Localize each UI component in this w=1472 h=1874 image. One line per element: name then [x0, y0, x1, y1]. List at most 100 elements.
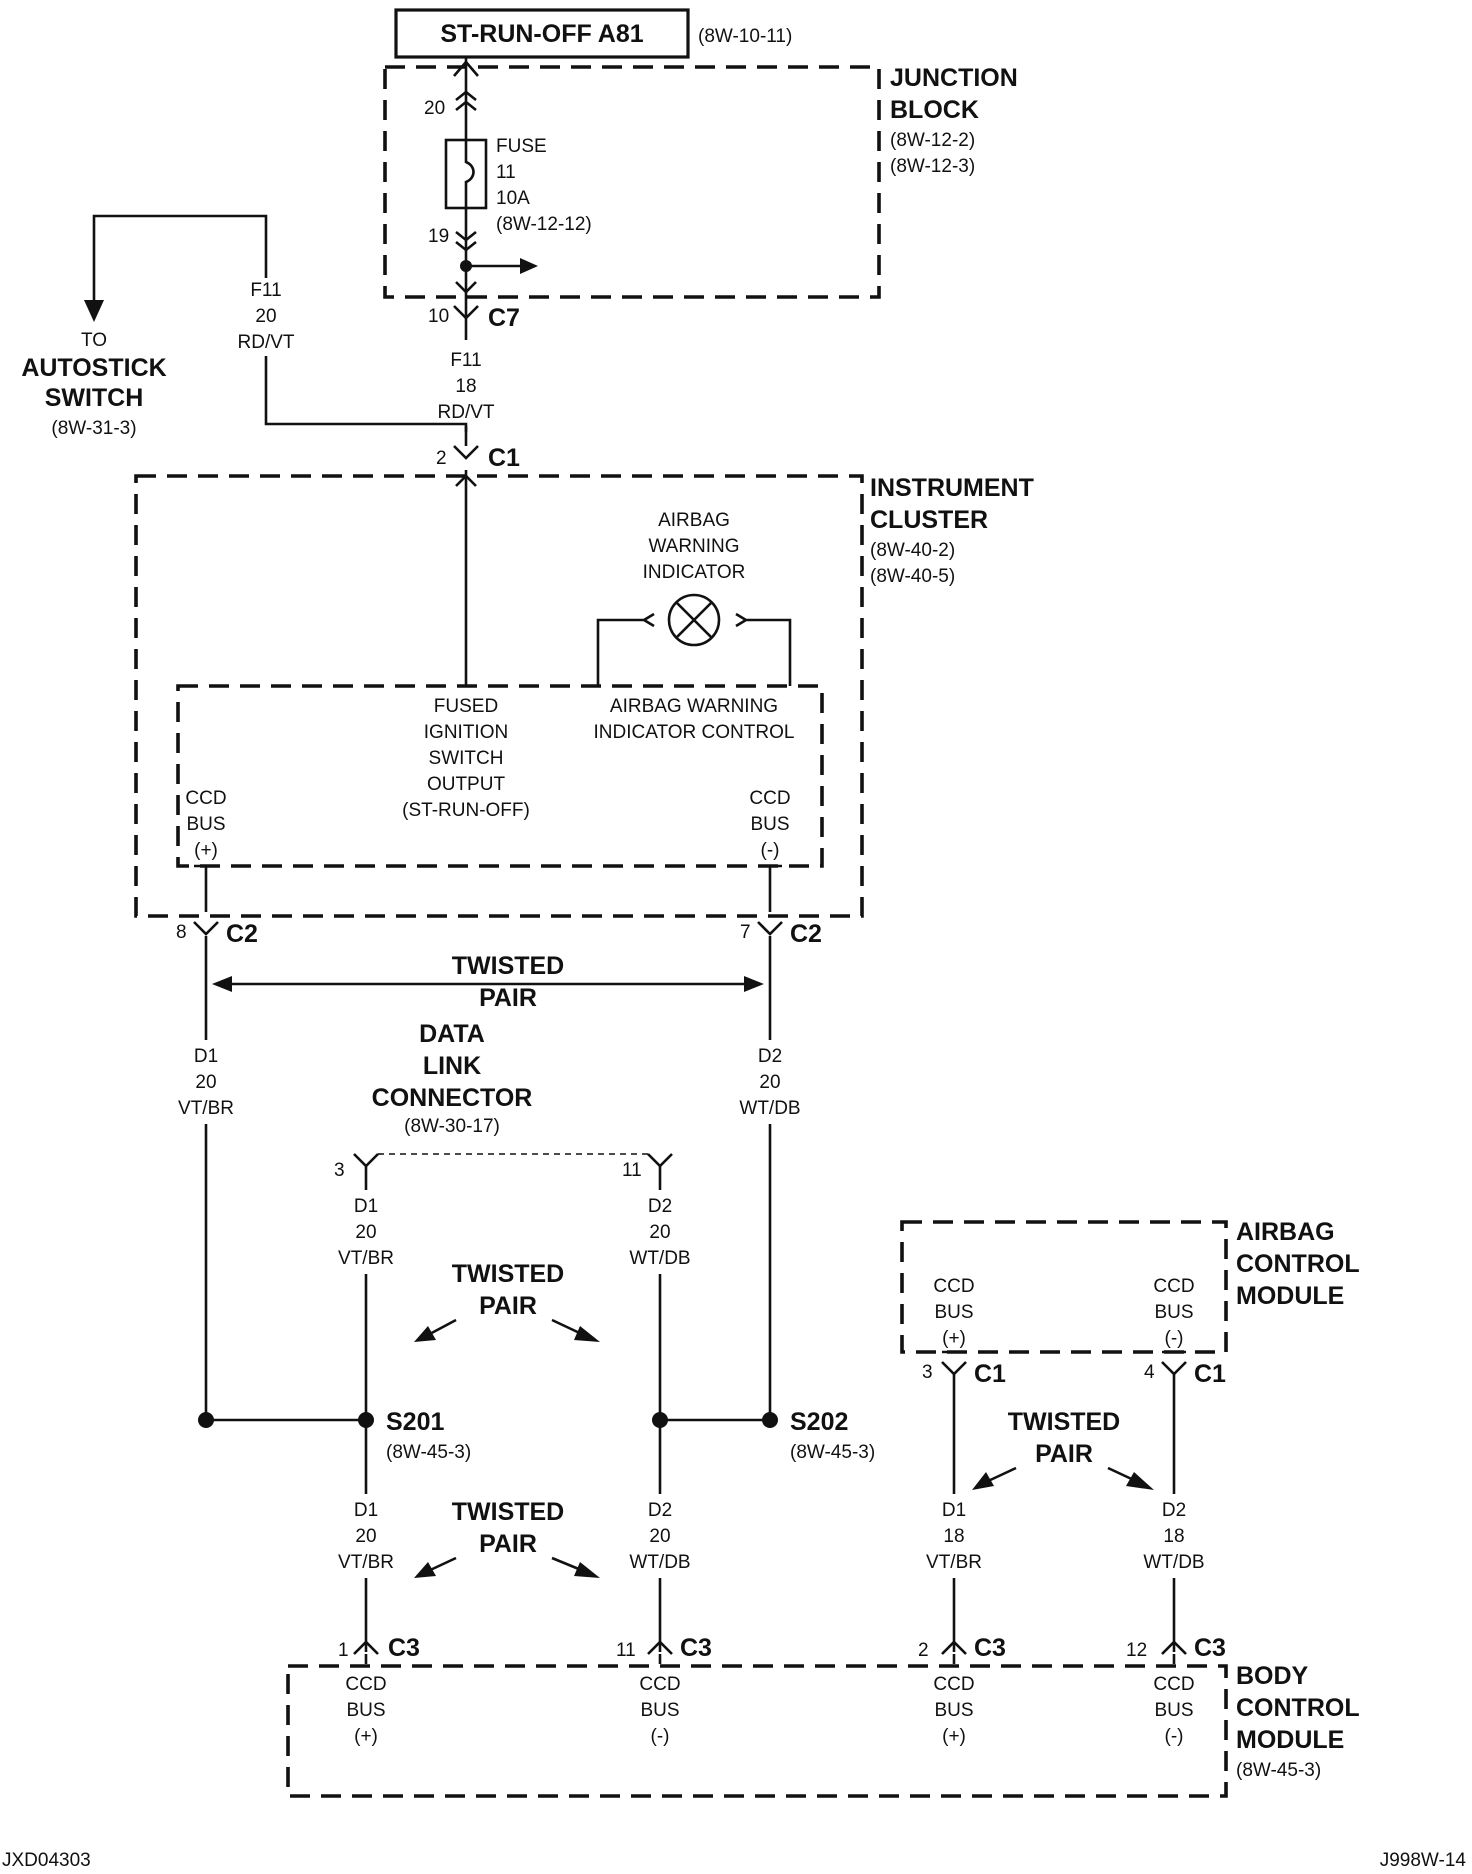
fuse-pin-bottom: 19: [428, 226, 449, 247]
wire-d1-bcm-label-3: VT/BR: [338, 1552, 394, 1573]
c3-3-name: C3: [974, 1634, 1006, 1662]
c7-name: C7: [488, 304, 520, 332]
wire-d1-ic-label-1: D1: [194, 1046, 218, 1067]
wire-d2-acm-label-3: WT/DB: [1143, 1552, 1204, 1573]
c7-connector-symbol: [453, 305, 479, 320]
junction-block-ref1: (8W-12-2): [890, 130, 975, 151]
wire-d2-bcm-label-3: WT/DB: [629, 1552, 690, 1573]
airbag-module-name-line1: AIRBAG: [1236, 1218, 1335, 1246]
instrument-cluster-internal-box: [176, 684, 824, 868]
fuse-pin-top: 20: [424, 98, 445, 119]
acm-ccd-pos-label-3: (+): [942, 1328, 966, 1349]
airbag-module-name-line2: CONTROL: [1236, 1250, 1360, 1278]
circuit-title-ref: (8W-10-11): [698, 26, 792, 47]
acm-ccd-neg-label-2: BUS: [1154, 1302, 1193, 1323]
wire-d2-ic-label-3: WT/DB: [739, 1098, 800, 1119]
dlc-pin-right: 11: [622, 1160, 642, 1181]
wire-d2-dlc-label-1: D2: [648, 1196, 672, 1217]
wire-d1-dlc-label-1: D1: [354, 1196, 378, 1217]
c7-pin: 10: [428, 306, 449, 327]
bcm-ref: (8W-45-3): [1236, 1760, 1321, 1781]
bcm-c3-1-ccd-1: CCD: [345, 1674, 386, 1695]
dlc-pin-left-symbol: [353, 1153, 379, 1168]
twisted-pair-acm-label-2: PAIR: [1035, 1440, 1093, 1468]
bcm-name-line1: BODY: [1236, 1662, 1309, 1690]
junction-block-ref2: (8W-12-3): [890, 156, 975, 177]
wire-d1-bcm-label-1: D1: [354, 1500, 378, 1521]
wire-d1-acm-label-1: D1: [942, 1500, 966, 1521]
fuse-label-2: 11: [496, 162, 516, 183]
ic-fused-label-5: (ST-RUN-OFF): [402, 800, 530, 821]
instrument-cluster-ref2: (8W-40-5): [870, 566, 955, 587]
s202-splice-dot: [762, 1412, 778, 1428]
circuit-title: ST-RUN-OFF A81: [440, 20, 643, 48]
c3-3-pin: 2: [918, 1640, 929, 1661]
bcm-c3-2-ccd-3: (-): [651, 1726, 670, 1747]
dlc-pin-right-symbol: [647, 1153, 673, 1168]
wire-f11-20-label-2b: 20: [255, 306, 276, 327]
airbag-indicator-label-1: AIRBAG: [658, 510, 730, 531]
autostick-label-2: AUTOSTICK: [21, 354, 166, 382]
c1-acm-left-pin: 3: [922, 1362, 933, 1383]
ic-ccd-neg-label-2: BUS: [750, 814, 789, 835]
c3-1-connector-symbol: [353, 1640, 379, 1664]
c2-right-name: C2: [790, 920, 822, 948]
c1-ic-pin: 2: [436, 448, 447, 469]
c3-2-name: C3: [680, 1634, 712, 1662]
ic-fused-label-4: OUTPUT: [427, 774, 506, 795]
autostick-arrow-head: [84, 300, 104, 322]
bcm-c3-1-ccd-2: BUS: [346, 1700, 385, 1721]
ic-fused-label-2: IGNITION: [424, 722, 508, 743]
twisted-pair-top-label-2: PAIR: [479, 984, 537, 1012]
wire-f11-20-label-1b: F11: [250, 280, 281, 301]
instrument-cluster-ref1: (8W-40-2): [870, 540, 955, 561]
airbag-warning-lamp-cross: [675, 601, 713, 639]
bcm-c3-4-ccd-2: BUS: [1154, 1700, 1193, 1721]
junction-block-outline: [383, 65, 881, 299]
autostick-ref: (8W-31-3): [51, 418, 136, 439]
autostick-label-3: SWITCH: [45, 384, 144, 412]
wire-d2-dlc-label-2: 20: [649, 1222, 670, 1243]
footer-left-code: JXD04303: [2, 1850, 91, 1871]
bcm-c3-3-ccd-3: (+): [942, 1726, 966, 1747]
ic-ccd-neg-label-3: (-): [761, 840, 780, 861]
bcm-c3-4-ccd-1: CCD: [1153, 1674, 1194, 1695]
twisted-pair-acm-label-1: TWISTED: [1008, 1408, 1121, 1436]
s202-ref: (8W-45-3): [790, 1442, 875, 1463]
ic-ccd-pos-label-1: CCD: [185, 788, 226, 809]
wire-d2-ic-label-2: 20: [759, 1072, 780, 1093]
junction-block-name-line2: BLOCK: [890, 96, 979, 124]
c3-1-pin: 1: [338, 1640, 349, 1661]
airbag-module-name-line3: MODULE: [1236, 1282, 1344, 1310]
circuit-title-box: [394, 8, 690, 59]
instrument-cluster-name-line2: CLUSTER: [870, 506, 988, 534]
c3-1-name: C3: [388, 1634, 420, 1662]
wire-d1-bcm-label-2: 20: [355, 1526, 376, 1547]
ic-control-label-2: INDICATOR CONTROL: [594, 722, 795, 743]
bcm-c3-2-ccd-2: BUS: [640, 1700, 679, 1721]
dlc-ref: (8W-30-17): [404, 1116, 500, 1137]
wire-d1-dlc-label-3: VT/BR: [338, 1248, 394, 1269]
fuse-label-3: 10A: [496, 188, 530, 209]
ic-control-label-1: AIRBAG WARNING: [610, 696, 778, 717]
s201-name: S201: [386, 1408, 444, 1436]
airbag-indicator-label-2: WARNING: [648, 536, 739, 557]
airbag-lamp-wire-right: [735, 612, 792, 686]
airbag-indicator-label-3: INDICATOR: [643, 562, 746, 583]
acm-ccd-neg-label-3: (-): [1165, 1328, 1184, 1349]
ic-ccd-pos-label-2: BUS: [186, 814, 225, 835]
c2-right-connector-symbol: [757, 921, 783, 936]
bcm-name-line2: CONTROL: [1236, 1694, 1360, 1722]
twisted-pair-low-label-1: TWISTED: [452, 1498, 565, 1526]
twisted-pair-acm-arrow-left-line: [985, 1466, 1017, 1484]
wire-f11-18-label-1: F11: [450, 350, 481, 371]
ic-ccd-neg-pin: [758, 864, 782, 912]
twisted-pair-low-arrow-right: [574, 1562, 600, 1578]
c1-acm-right-connector-symbol: [1161, 1361, 1187, 1376]
splice-d1-ic-dot: [198, 1412, 214, 1428]
c2-left-pin: 8: [176, 922, 187, 943]
instrument-cluster-outline: [134, 474, 864, 918]
junction-block-name-line1: JUNCTION: [890, 64, 1018, 92]
c3-3-connector-symbol: [941, 1640, 967, 1664]
twisted-pair-low-arrow-left: [414, 1562, 436, 1578]
